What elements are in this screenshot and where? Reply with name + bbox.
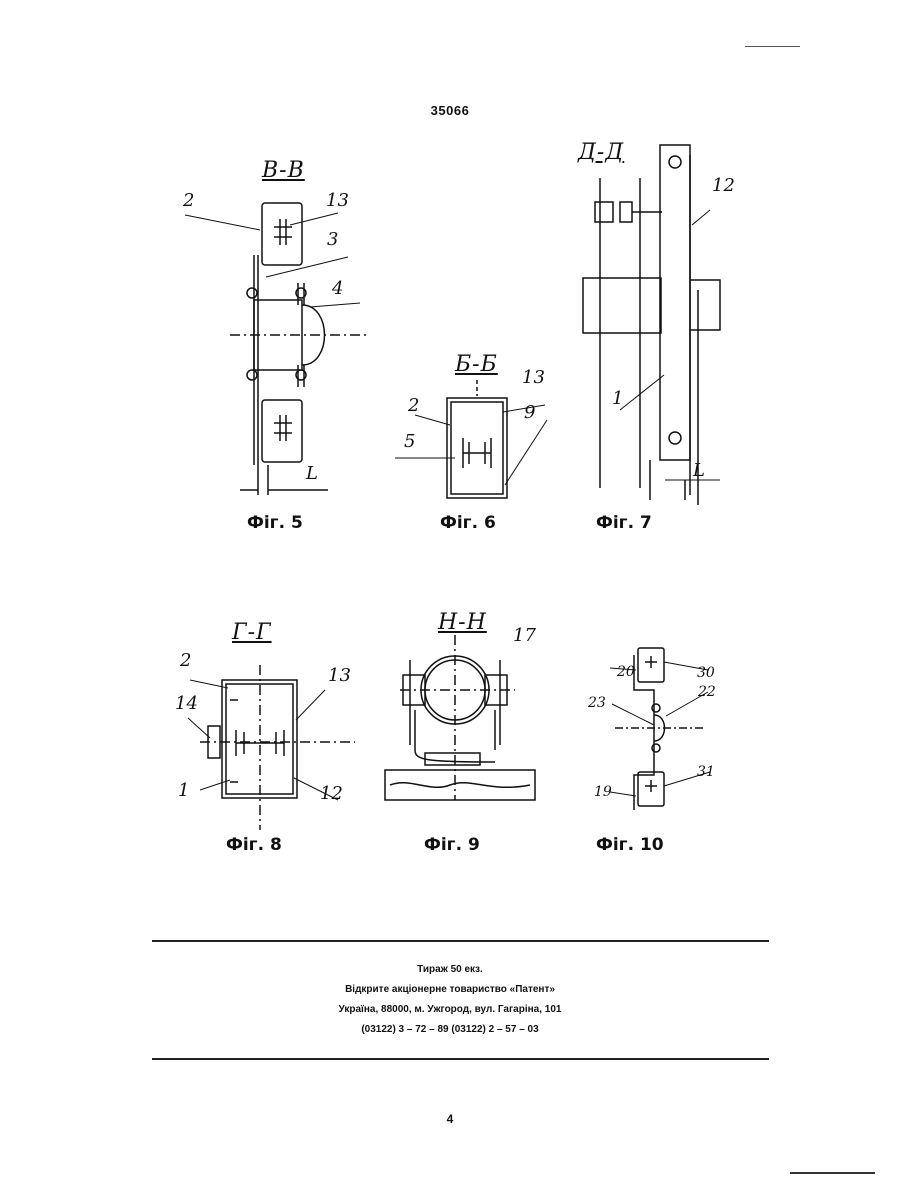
fig10-label-30: 30	[697, 665, 715, 681]
fig5-label-4: 4	[332, 278, 343, 299]
fig5-label-13: 13	[326, 190, 349, 211]
fig10-label-20: 20	[617, 664, 635, 680]
document-number: 35066	[0, 103, 900, 118]
fig10-caption: Фіг. 10	[596, 835, 664, 855]
fig10-label-23: 23	[588, 695, 606, 711]
scan-mark-top	[745, 46, 800, 47]
fig5-dimension-l: L	[306, 463, 318, 484]
fig8-label-14: 14	[175, 693, 198, 714]
imprint-top-rule	[152, 940, 769, 942]
imprint-publisher: Відкрите акціонерне товариство «Патент»	[0, 980, 900, 1000]
fig9-section-label: Н-Н	[438, 610, 487, 635]
fig10-label-22: 22	[698, 684, 716, 700]
imprint-print-run: Тираж 50 екз.	[0, 960, 900, 980]
fig9-drawing	[385, 635, 535, 800]
scan-mark-bottom	[790, 1172, 875, 1174]
fig5-drawing	[170, 185, 370, 505]
fig8-caption: Фіг. 8	[226, 835, 282, 855]
fig7-label-12: 12	[712, 175, 735, 196]
fig6-label-13: 13	[522, 367, 545, 388]
fig6-section-label: Б-Б	[455, 352, 498, 377]
fig6-label-5: 5	[404, 431, 415, 452]
fig9-label-17: 17	[513, 625, 536, 646]
fig8-label-13: 13	[328, 665, 351, 686]
fig8-label-2: 2	[180, 650, 191, 671]
fig7-caption: Фіг. 7	[596, 513, 652, 533]
fig10-label-31: 31	[697, 764, 715, 780]
fig6-drawing	[395, 380, 560, 510]
fig10-label-19: 19	[594, 784, 612, 800]
fig8-label-12: 12	[320, 783, 343, 804]
fig8-label-1: 1	[178, 780, 189, 801]
fig6-caption: Фіг. 6	[440, 513, 496, 533]
fig5-label-3: 3	[327, 229, 338, 250]
fig5-caption: Фіг. 5	[247, 513, 303, 533]
imprint-bottom-rule	[152, 1058, 769, 1060]
fig7-label-1: 1	[612, 388, 623, 409]
fig9-caption: Фіг. 9	[424, 835, 480, 855]
fig6-label-9: 9	[524, 402, 535, 423]
fig6-label-2: 2	[408, 395, 419, 416]
fig7-dimension-l: L	[693, 460, 705, 481]
imprint-phones: (03122) 3 – 72 – 89 (03122) 2 – 57 – 03	[0, 1020, 900, 1040]
page-number: 4	[0, 1112, 900, 1126]
fig5-section-label: В-В	[262, 158, 305, 183]
fig8-section-label: Г-Г	[232, 620, 272, 645]
fig5-label-2: 2	[183, 190, 194, 211]
imprint-address: Україна, 88000, м. Ужгород, вул. Гагарін…	[0, 1000, 900, 1020]
